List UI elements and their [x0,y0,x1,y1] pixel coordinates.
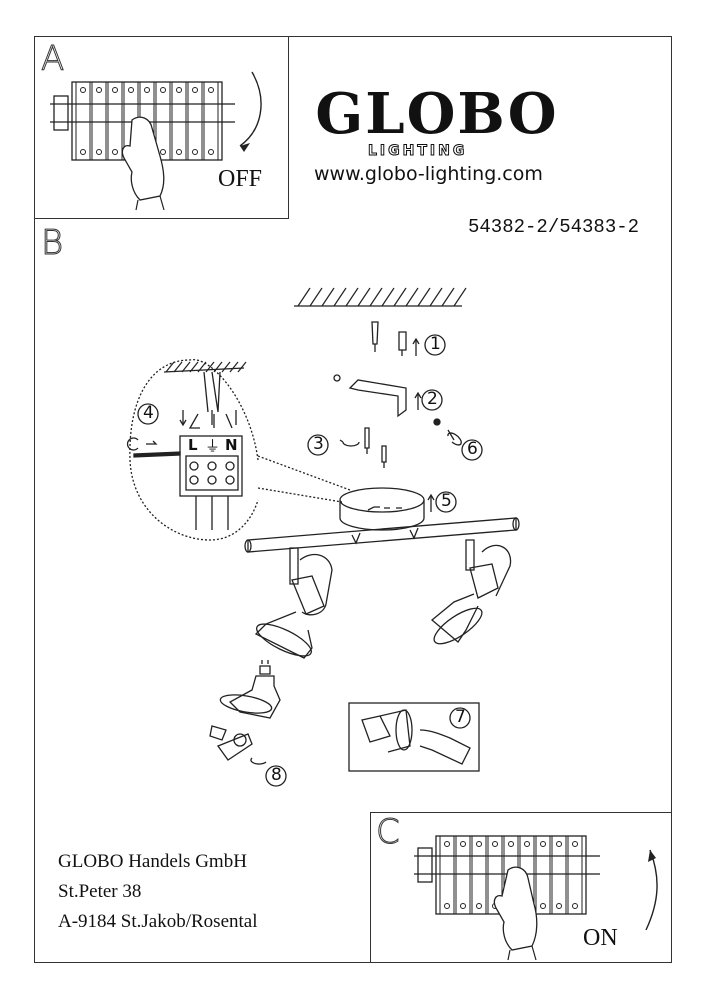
address-city: A-9184 St.Jakob/Rosental [58,911,258,932]
address-company: GLOBO Handels GmbH [58,851,247,872]
step-4-number: 4 [143,403,154,423]
step-5-number: 5 [441,491,452,511]
switch-off-label: OFF [218,166,263,192]
panel-b-letter: B [40,223,64,263]
fuse-box-off-illustration [50,71,262,211]
switch-on-label: ON [583,925,618,951]
terminal-label-earth: ⏚ [205,437,221,455]
panel-c-letter: C [376,812,401,852]
step-6-number: 6 [467,439,478,459]
company-address: GLOBO Handels GmbH St.Peter 38 A-9184 St… [58,847,258,937]
model-number: 54382-2/54383-2 [468,216,640,238]
terminal-label-neutral: N [225,436,238,454]
step-8-number: 8 [271,765,282,785]
step-2-number: 2 [427,389,438,409]
step-7-number: 7 [455,707,466,727]
terminal-label-live: L [188,436,198,454]
step-1-number: 1 [430,334,441,354]
website-url[interactable]: www.globo-lighting.com [314,163,543,185]
instruction-sheet [34,36,672,963]
logo-wordmark: GLOBO [315,81,559,147]
logo-subtitle: LIGHTING [368,143,468,159]
address-street: St.Peter 38 [58,881,142,902]
step-3-number: 3 [313,434,324,454]
globo-logo: GLOBO LIGHTING [308,81,566,159]
fuse-box-on-illustration [414,835,658,961]
panel-a-letter: A [40,39,65,79]
